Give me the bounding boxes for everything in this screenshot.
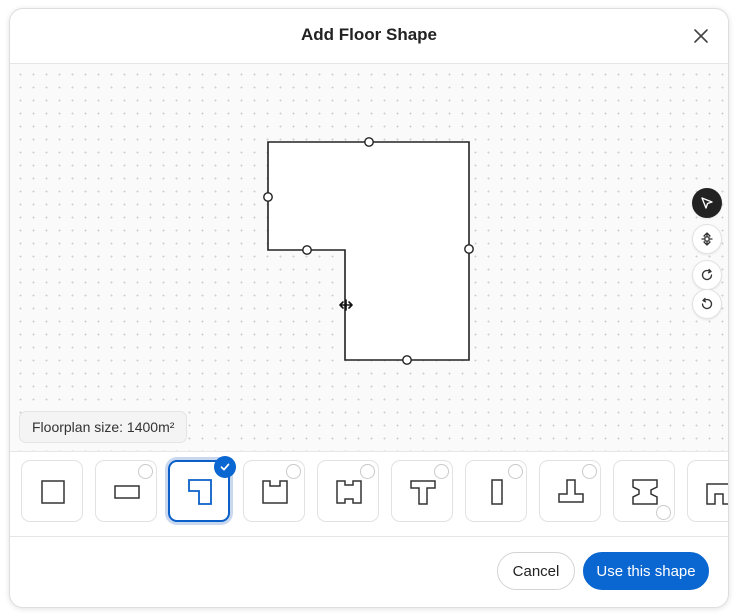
shape-tile-h-shape[interactable] — [317, 460, 379, 522]
redo-tool-button[interactable] — [692, 260, 722, 290]
square-shape-icon — [41, 480, 65, 504]
cursor-arrow-icon — [701, 197, 713, 209]
shape-radio[interactable] — [582, 464, 597, 479]
shape-tile-t-shape[interactable] — [391, 460, 453, 522]
floorplan-canvas[interactable]: Floorplan size: 1400m² — [10, 64, 728, 451]
u-shape-icon — [262, 480, 288, 504]
floor-shape-drawing[interactable] — [10, 64, 728, 451]
move-tool-button[interactable] — [692, 224, 722, 254]
shape-radio[interactable] — [434, 464, 449, 479]
shape-radio[interactable] — [286, 464, 301, 479]
shape-radio[interactable] — [360, 464, 375, 479]
shape-tile-narrow-rectangle[interactable] — [465, 460, 527, 522]
rectangle-shape-icon — [114, 485, 140, 499]
l-shape-icon — [188, 479, 212, 505]
shape-radio[interactable] — [508, 464, 523, 479]
shape-tile-u-shape[interactable] — [243, 460, 305, 522]
pointer-tool-button[interactable] — [692, 188, 722, 218]
redo-icon — [701, 268, 713, 281]
arch-shape-icon — [706, 483, 728, 505]
narrow-rectangle-shape-icon — [491, 479, 503, 505]
shape-radio[interactable] — [656, 505, 671, 520]
edge-handle-bottom[interactable] — [402, 355, 412, 365]
shape-tile-arch-shape[interactable] — [687, 460, 728, 522]
shape-picker — [10, 451, 728, 537]
shape-radio[interactable] — [138, 464, 153, 479]
inverted-t-shape-icon — [558, 479, 584, 503]
shape-tile-i-shape[interactable] — [613, 460, 675, 522]
edge-handle-inner-horizontal[interactable] — [302, 245, 312, 255]
cancel-button[interactable]: Cancel — [497, 552, 575, 590]
floorplan-size-badge: Floorplan size: 1400m² — [19, 411, 188, 443]
shape-tile-square[interactable] — [21, 460, 83, 522]
selected-check-icon — [214, 456, 236, 478]
dialog-title: Add Floor Shape — [301, 25, 437, 44]
t-shape-icon — [410, 480, 436, 505]
shape-tile-rectangle[interactable] — [95, 460, 157, 522]
undo-icon — [701, 297, 713, 310]
edge-handle-right[interactable] — [464, 244, 474, 254]
add-floor-shape-dialog: Add Floor Shape — [9, 8, 729, 608]
shape-tile-l-shape[interactable] — [168, 456, 236, 522]
shape-tile-inverted-t-shape[interactable] — [539, 460, 601, 522]
close-icon[interactable] — [692, 27, 710, 45]
use-this-shape-button[interactable]: Use this shape — [583, 552, 709, 590]
edge-handle-top[interactable] — [364, 137, 374, 147]
move-arrows-icon — [701, 232, 713, 246]
resize-horizontal-cursor-icon — [339, 299, 353, 311]
floor-shape-outline[interactable] — [267, 141, 470, 361]
dialog-header: Add Floor Shape — [10, 9, 728, 64]
edge-handle-left[interactable] — [263, 192, 273, 202]
i-shape-icon — [632, 479, 658, 505]
undo-tool-button[interactable] — [692, 289, 722, 319]
h-shape-icon — [336, 480, 362, 504]
